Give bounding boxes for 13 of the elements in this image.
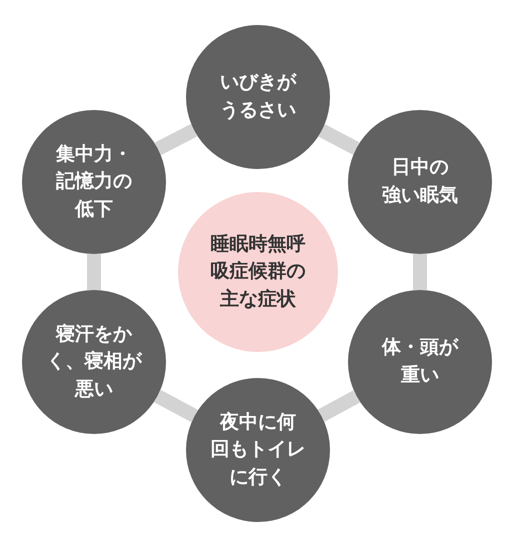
symptom-label: 日中の強い眠気 [382, 155, 458, 208]
connector-bar [318, 124, 360, 155]
symptom-label: 夜中に何回もトイレに行く [210, 410, 306, 490]
connector-bar [87, 254, 101, 290]
connector-bar [154, 390, 198, 422]
symptom-label: いびきがうるさい [220, 70, 296, 123]
symptom-label: 睡眠時無呼吸症候群の主な症状 [210, 232, 306, 312]
symptom-label: 寝汗をかく、寝相が悪い [46, 322, 142, 402]
symptom-label: 集中力・記憶力の低下 [56, 142, 132, 222]
connector-bar [154, 124, 198, 156]
connector-bar [413, 254, 427, 290]
connector-bar [318, 390, 360, 422]
symptom-label: 体・頭が重い [382, 335, 458, 388]
